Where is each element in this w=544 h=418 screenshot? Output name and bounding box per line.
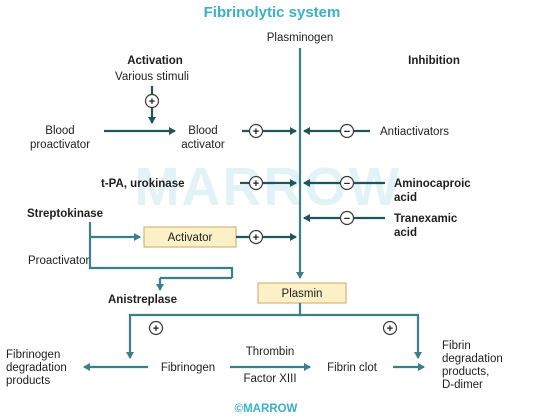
aminocaproic-label-line1: Aminocaproic: [394, 178, 471, 190]
fibrinogen-products-label-line1: Fibrinogen: [6, 349, 60, 361]
plasmin-box: [257, 282, 347, 304]
svg-text:−: −: [344, 213, 350, 225]
diagram-title: Fibrinolytic system: [204, 4, 341, 21]
inhibition-header: Inhibition: [408, 55, 460, 67]
svg-text:+: +: [153, 323, 159, 335]
svg-text:+: +: [387, 323, 393, 335]
blood-proactivator-label-line2: proactivator: [30, 139, 90, 151]
streptokinase-label: Streptokinase: [27, 208, 103, 220]
footer-brand: ©MARROW: [235, 403, 298, 415]
plus-sign-stimuli: [144, 93, 160, 109]
activation-header: Activation: [127, 55, 183, 67]
proactivator-label: Proactivator: [28, 255, 90, 267]
minus-sign-aminocaproic: [339, 175, 355, 191]
blood-proactivator-label-line1: Blood: [45, 125, 74, 137]
plus-sign-right-branch: [382, 320, 398, 336]
fibrin-products-label-line4: D-dimer: [442, 379, 483, 391]
watermark: MARROW: [135, 157, 402, 217]
fibrinogen-products-label-line3: products: [6, 375, 50, 387]
plus-sign-left-branch: [148, 320, 164, 336]
svg-text:+: +: [253, 232, 259, 244]
fibrinogen-products-label-line2: degradation: [6, 362, 67, 374]
svg-text:+: +: [253, 178, 259, 190]
minus-sign-antiactivators: [339, 123, 355, 139]
tranexamic-label-line1: Tranexamic: [394, 213, 458, 225]
plasmin-to-fibrinogen-products-arrow: [126, 303, 302, 359]
plasmin-to-fibrin-products-arrow: [300, 313, 422, 359]
antiactivators-label: Antiactivators: [380, 126, 449, 138]
tpa-urokinase-label: t-PA, urokinase: [101, 178, 185, 190]
svg-text:−: −: [344, 178, 350, 190]
tranexamic-label-line2: acid: [394, 227, 417, 239]
plasmin-label: Plasmin: [282, 288, 323, 300]
activator-label: Activator: [168, 232, 213, 244]
svg-text:+: +: [149, 96, 155, 108]
blood-activator-label-line2: activator: [181, 139, 225, 151]
minus-sign-tranexamic: [339, 210, 355, 226]
blood-activator-label-line1: Blood: [188, 125, 217, 137]
aminocaproic-label-line2: acid: [394, 192, 417, 204]
plus-sign-blood-activator: [248, 123, 264, 139]
plus-sign-tpa: [248, 175, 264, 191]
fibrin-products-label-line3: products,: [442, 366, 489, 378]
plus-sign-activator: [248, 229, 264, 245]
fibrin-products-label-line1: Fibrin: [442, 340, 471, 352]
plasminogen-label: Plasminogen: [267, 32, 333, 44]
fibrin-products-label-line2: degradation: [442, 353, 503, 365]
anistreplase-label: Anistreplase: [108, 294, 177, 306]
fibrin-clot-label: Fibrin clot: [327, 362, 378, 374]
factor-xiii-label: Factor XIII: [243, 373, 296, 385]
various-stimuli-label: Various stimuli: [115, 71, 189, 83]
fibrinogen-label: Fibrinogen: [161, 362, 215, 374]
streptokinase-bracket: [88, 222, 234, 278]
svg-text:−: −: [344, 126, 350, 138]
thrombin-label: Thrombin: [246, 346, 295, 358]
svg-text:+: +: [253, 126, 259, 138]
